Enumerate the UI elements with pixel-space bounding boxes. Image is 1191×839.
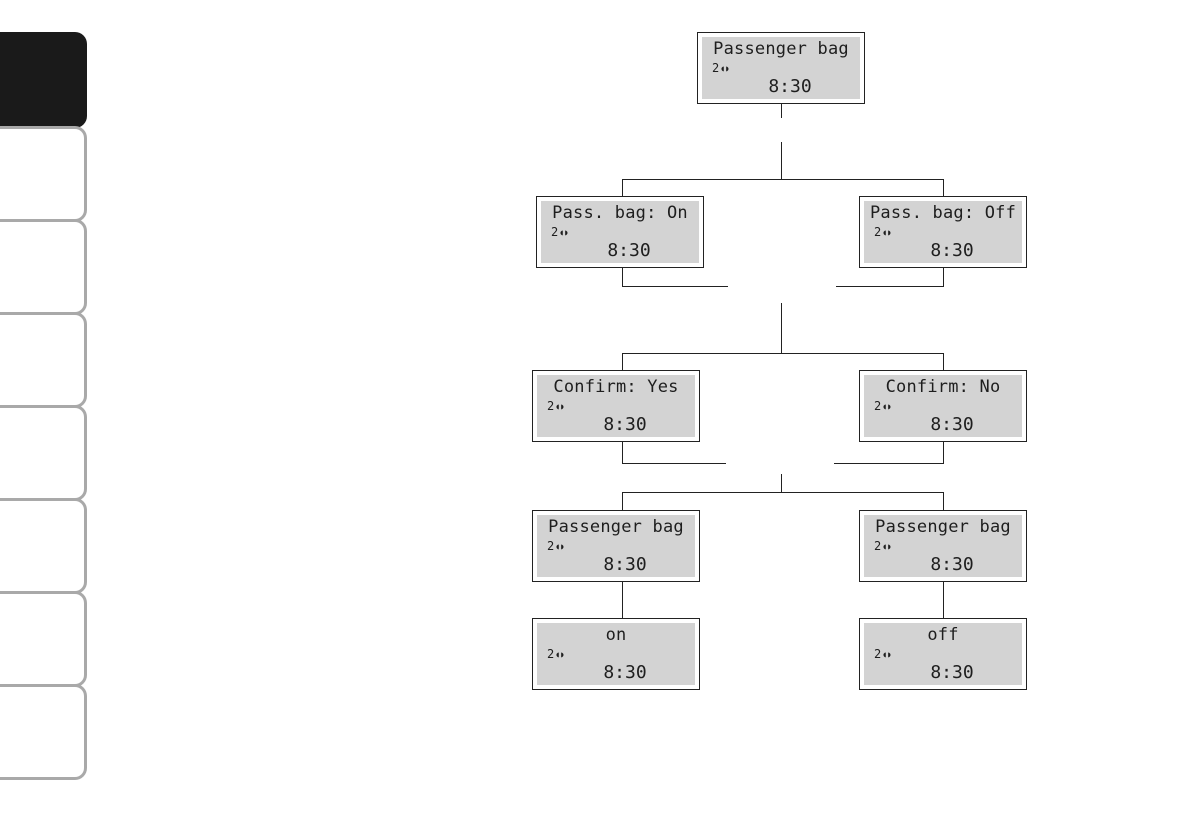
connector xyxy=(834,463,944,464)
side-tab-6[interactable] xyxy=(0,498,87,594)
lcd-screen: Passenger bag 2◖◗ 8:30 xyxy=(537,515,695,577)
connector xyxy=(622,353,623,370)
side-tab-2[interactable] xyxy=(0,126,87,222)
display-time: 8:30 xyxy=(768,76,812,97)
airbag-status-indicator: 2◖◗ xyxy=(551,225,569,239)
display-text: off xyxy=(927,625,959,645)
dot-icon: ◖◗ xyxy=(555,542,565,551)
dot-icon: ◖◗ xyxy=(882,542,892,551)
display-text: on xyxy=(605,625,627,645)
connector xyxy=(943,442,944,463)
display-on: on 2◖◗ 8:30 xyxy=(532,618,700,690)
side-tab-8[interactable] xyxy=(0,684,87,780)
airbag-status-indicator: 2◖◗ xyxy=(712,61,730,75)
connector xyxy=(622,179,944,180)
display-time: 8:30 xyxy=(930,240,974,261)
connector xyxy=(943,582,944,618)
display-text: Passenger bag xyxy=(713,39,849,59)
connector xyxy=(622,179,623,196)
airbag-status-indicator: 2◖◗ xyxy=(874,539,892,553)
display-time: 8:30 xyxy=(603,662,647,683)
airbag-status-indicator: 2◖◗ xyxy=(547,399,565,413)
connector xyxy=(781,303,782,353)
display-pass-bag-off: Pass. bag: Off 2◖◗ 8:30 xyxy=(859,196,1027,268)
side-tab-5[interactable] xyxy=(0,405,87,501)
dot-icon: ◖◗ xyxy=(720,64,730,73)
connector xyxy=(622,268,623,286)
airbag-status-indicator: 2◖◗ xyxy=(874,225,892,239)
display-time: 8:30 xyxy=(607,240,651,261)
display-time: 8:30 xyxy=(930,414,974,435)
dot-icon: ◖◗ xyxy=(882,650,892,659)
display-text: Confirm: Yes xyxy=(553,377,679,397)
lcd-screen: Passenger bag 2◖◗ 8:30 xyxy=(864,515,1022,577)
dot-icon: ◖◗ xyxy=(882,228,892,237)
dot-icon: ◖◗ xyxy=(559,228,569,237)
dot-icon: ◖◗ xyxy=(555,650,565,659)
connector xyxy=(622,286,728,287)
lcd-screen: Pass. bag: On 2◖◗ 8:30 xyxy=(541,201,699,263)
connector xyxy=(622,463,726,464)
display-time: 8:30 xyxy=(930,662,974,683)
airbag-status-indicator: 2◖◗ xyxy=(547,647,565,661)
connector xyxy=(622,353,944,354)
side-tab-1-active[interactable] xyxy=(0,32,87,128)
connector xyxy=(781,104,782,118)
connector xyxy=(622,492,623,510)
airbag-status-indicator: 2◖◗ xyxy=(874,399,892,413)
display-passenger-bag-left: Passenger bag 2◖◗ 8:30 xyxy=(532,510,700,582)
connector xyxy=(622,582,623,618)
display-top: Passenger bag 2◖◗ 8:30 xyxy=(697,32,865,104)
connector xyxy=(943,268,944,286)
display-pass-bag-on: Pass. bag: On 2◖◗ 8:30 xyxy=(536,196,704,268)
display-text: Pass. bag: Off xyxy=(869,203,1017,223)
side-tab-4[interactable] xyxy=(0,312,87,408)
display-confirm-yes: Confirm: Yes 2◖◗ 8:30 xyxy=(532,370,700,442)
side-tab-3[interactable] xyxy=(0,219,87,315)
display-time: 8:30 xyxy=(603,414,647,435)
display-text: Confirm: No xyxy=(885,377,1001,397)
airbag-status-indicator: 2◖◗ xyxy=(547,539,565,553)
lcd-screen: on 2◖◗ 8:30 xyxy=(537,623,695,685)
lcd-screen: Confirm: Yes 2◖◗ 8:30 xyxy=(537,375,695,437)
side-tab-7[interactable] xyxy=(0,591,87,687)
connector xyxy=(836,286,944,287)
connector xyxy=(781,474,782,492)
lcd-screen: Passenger bag 2◖◗ 8:30 xyxy=(702,37,860,99)
display-time: 8:30 xyxy=(930,554,974,575)
lcd-screen: off 2◖◗ 8:30 xyxy=(864,623,1022,685)
connector xyxy=(943,492,944,510)
lcd-screen: Pass. bag: Off 2◖◗ 8:30 xyxy=(864,201,1022,263)
connector xyxy=(943,179,944,196)
connector xyxy=(622,492,944,493)
connector xyxy=(781,142,782,179)
display-text: Pass. bag: On xyxy=(552,203,688,223)
dot-icon: ◖◗ xyxy=(882,402,892,411)
display-passenger-bag-right: Passenger bag 2◖◗ 8:30 xyxy=(859,510,1027,582)
display-text: Passenger bag xyxy=(875,517,1011,537)
display-text: Passenger bag xyxy=(548,517,684,537)
display-time: 8:30 xyxy=(603,554,647,575)
connector xyxy=(622,442,623,463)
dot-icon: ◖◗ xyxy=(555,402,565,411)
display-off: off 2◖◗ 8:30 xyxy=(859,618,1027,690)
connector xyxy=(943,353,944,370)
airbag-status-indicator: 2◖◗ xyxy=(874,647,892,661)
display-confirm-no: Confirm: No 2◖◗ 8:30 xyxy=(859,370,1027,442)
lcd-screen: Confirm: No 2◖◗ 8:30 xyxy=(864,375,1022,437)
